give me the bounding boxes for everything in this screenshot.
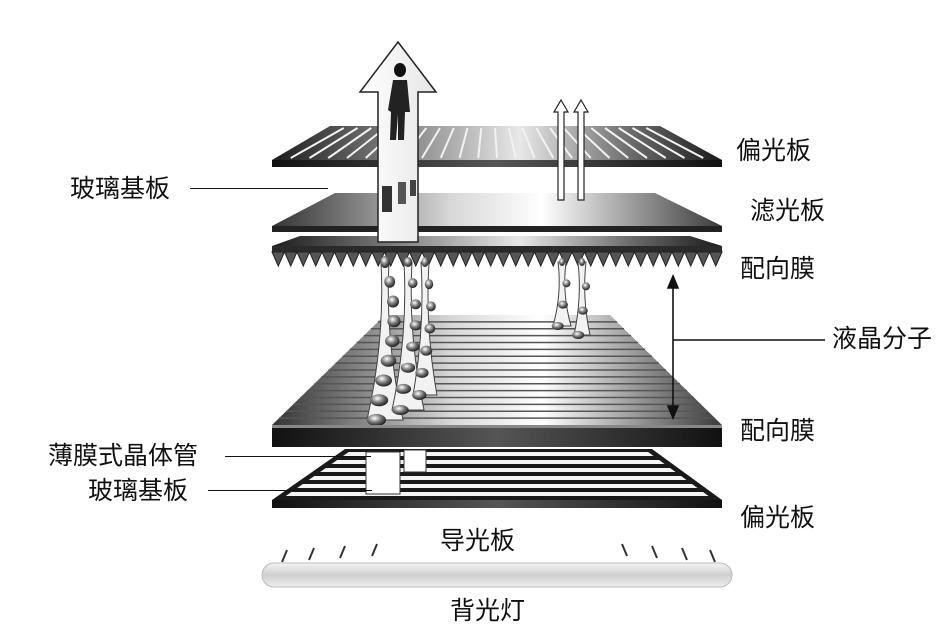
label-liquid-crystal: 液晶分子 [832,324,933,353]
tft-glass-substrate [272,449,722,508]
leader-tft [225,456,371,457]
top-polarizer-plate [272,126,722,167]
up-arrow-with-person-icon [358,40,438,243]
label-light-guide: 导光板 [440,526,516,555]
label-tft: 薄膜式晶体管 [48,441,199,470]
label-glass-substrate-bottom: 玻璃基板 [88,476,189,505]
liquid-crystal-layer [272,315,722,425]
lc-gap-arrow [666,273,825,421]
upper-alignment-film [271,236,723,268]
leader-glass-bottom [208,490,372,491]
small-up-arrows-icon [552,98,590,201]
label-backlight: 背光灯 [450,596,526,625]
label-alignment-film-top: 配向膜 [740,254,816,283]
label-color-filter: 滤光板 [750,196,826,225]
label-polarizer-top: 偏光板 [736,136,812,165]
liquid-crystal-molecules [366,256,591,426]
light-rays [281,543,716,563]
label-alignment-film-bottom: 配向膜 [740,416,816,445]
lower-alignment-film [272,425,722,447]
backlight-lamp [261,562,733,588]
color-filter-plate [272,193,722,232]
label-polarizer-bottom: 偏光板 [740,503,816,532]
leader-glass-top [190,188,328,189]
label-glass-substrate-top: 玻璃基板 [70,174,171,203]
